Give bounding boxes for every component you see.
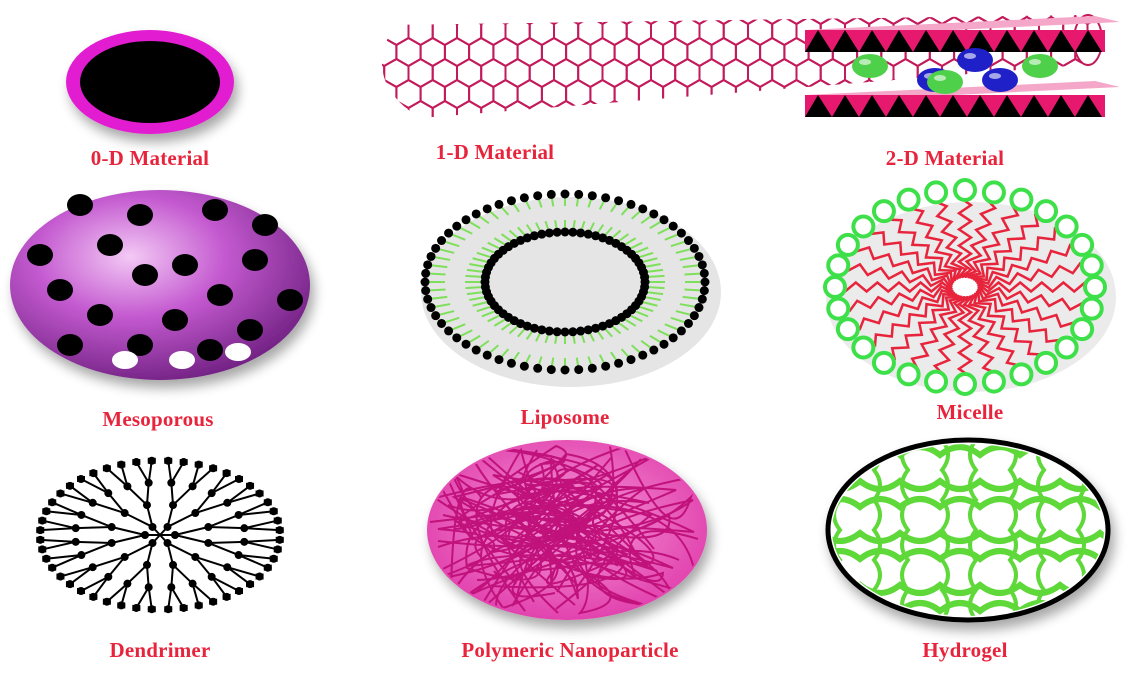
label-polymeric-nanoparticle: Polymeric Nanoparticle (425, 638, 715, 663)
micelle-figure (825, 180, 1116, 394)
hydrogel-figure (820, 440, 1127, 650)
mesoporous-sphere-figure (10, 190, 310, 380)
label-liposome: Liposome (475, 405, 655, 430)
dendrimer-figure (36, 457, 283, 613)
liposome-figure (421, 190, 722, 388)
label-2d-material: 2-D Material (855, 146, 1035, 171)
zero-d-material-figure (66, 30, 234, 134)
label-mesoporous: Mesoporous (68, 407, 248, 432)
polymeric-nanoparticle-figure (427, 440, 707, 620)
label-micelle: Micelle (880, 400, 1060, 425)
label-hydrogel: Hydrogel (875, 638, 1055, 663)
label-dendrimer: Dendrimer (70, 638, 250, 663)
label-1d-material: 1-D Material (405, 140, 585, 165)
two-d-layered-figure (805, 16, 1120, 117)
label-0d-material: 0-D Material (60, 146, 240, 171)
